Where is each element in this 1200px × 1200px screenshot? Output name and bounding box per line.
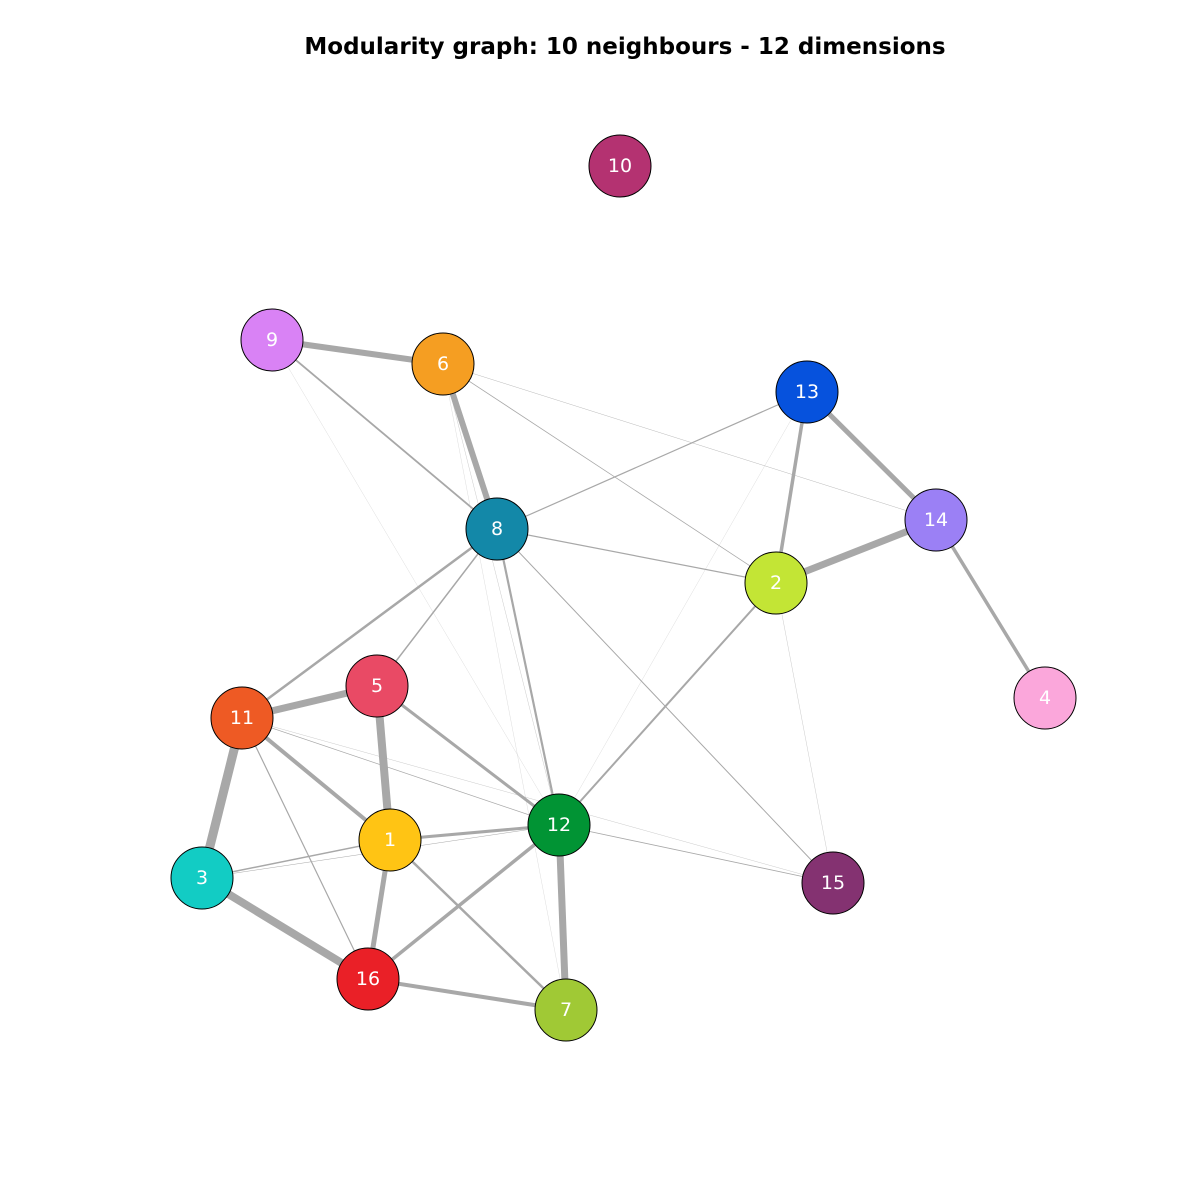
node-13: 13 <box>775 360 839 424</box>
node-circle <box>801 851 865 915</box>
node-label: 5 <box>371 675 383 697</box>
edge-8-5 <box>376 528 498 687</box>
edge-layer <box>197 337 1047 1014</box>
edge-6-14 <box>442 363 937 521</box>
node-4: 4 <box>1013 666 1077 730</box>
node-5: 5 <box>345 654 409 718</box>
node-16: 16 <box>336 947 400 1011</box>
edge-11-16 <box>241 717 369 980</box>
edge-6-12 <box>442 363 560 826</box>
node-15: 15 <box>801 851 865 915</box>
node-8: 8 <box>465 497 529 561</box>
node-circle <box>345 654 409 718</box>
edge-12-15 <box>558 824 834 884</box>
node-12: 12 <box>527 793 591 857</box>
node-label: 10 <box>608 155 632 177</box>
node-label: 9 <box>266 329 278 351</box>
node-label: 12 <box>547 814 571 836</box>
node-14: 14 <box>904 488 968 552</box>
node-circle <box>358 808 422 872</box>
node-circle <box>775 360 839 424</box>
edge-2-15 <box>775 582 834 884</box>
edge-1-7 <box>388 838 568 1012</box>
node-circle <box>904 488 968 552</box>
node-circle <box>170 846 234 910</box>
node-2: 2 <box>744 551 808 615</box>
node-7: 7 <box>534 978 598 1042</box>
edge-6-7 <box>442 363 567 1011</box>
node-circle <box>527 793 591 857</box>
node-label: 11 <box>230 707 254 729</box>
edge-13-2 <box>774 390 809 585</box>
edge-6-2 <box>442 363 777 584</box>
edge-9-12 <box>271 339 560 826</box>
node-9: 9 <box>240 308 304 372</box>
node-circle <box>534 978 598 1042</box>
edge-8-13 <box>496 391 808 530</box>
node-label: 4 <box>1039 687 1051 709</box>
node-1: 1 <box>358 808 422 872</box>
node-circle <box>465 497 529 561</box>
edge-16-7 <box>366 977 568 1012</box>
edge-11-12 <box>241 717 560 826</box>
node-circle <box>336 947 400 1011</box>
graph-title: Modularity graph: 10 neighbours - 12 dim… <box>304 34 946 60</box>
node-circle <box>210 686 274 750</box>
node-label: 13 <box>795 381 819 403</box>
edge-3-16 <box>198 874 372 983</box>
node-label: 14 <box>924 509 948 531</box>
node-10: 10 <box>588 134 652 198</box>
edge-11-15 <box>241 717 834 884</box>
node-3: 3 <box>170 846 234 910</box>
node-label: 8 <box>491 518 503 540</box>
node-6: 6 <box>411 332 475 396</box>
edge-8-2 <box>496 528 777 584</box>
edge-14-4 <box>934 518 1047 700</box>
node-circle <box>588 134 652 198</box>
node-label: 1 <box>384 829 396 851</box>
edge-3-1 <box>201 839 391 879</box>
node-circle <box>411 332 475 396</box>
node-label: 6 <box>437 353 449 375</box>
edge-16-12 <box>366 823 561 981</box>
edge-9-8 <box>271 339 498 530</box>
edge-13-12 <box>558 391 808 826</box>
edge-11-1 <box>240 716 392 842</box>
node-circle <box>744 551 808 615</box>
node-11: 11 <box>210 686 274 750</box>
node-label: 7 <box>560 999 572 1021</box>
node-label: 15 <box>821 872 845 894</box>
edge-8-11 <box>240 527 499 720</box>
edge-2-12 <box>558 582 777 826</box>
edge-5-12 <box>375 684 561 827</box>
edge-8-12 <box>495 527 561 827</box>
node-circle <box>240 308 304 372</box>
node-label: 2 <box>770 572 782 594</box>
node-label: 3 <box>196 867 208 889</box>
node-label: 16 <box>356 968 380 990</box>
node-circle <box>1013 666 1077 730</box>
